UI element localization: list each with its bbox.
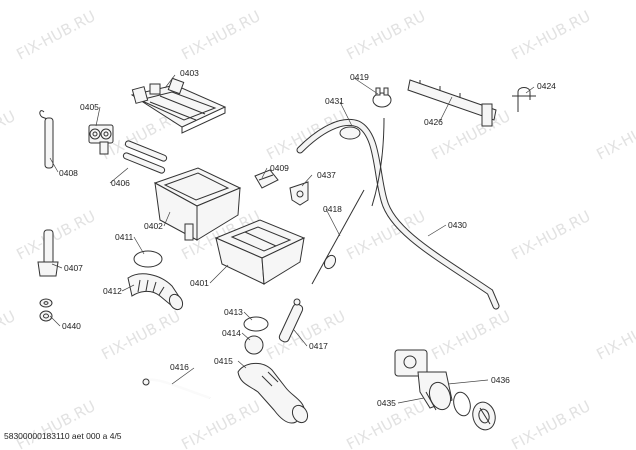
label-0431: 0431 xyxy=(325,96,344,106)
label-0416: 0416 xyxy=(170,362,189,372)
part-0418-drawing xyxy=(311,189,365,285)
part-0417-drawing xyxy=(278,298,304,343)
part-0403-drawing xyxy=(130,77,227,134)
part-0408-drawing xyxy=(37,110,59,277)
watermark-text: FIX-HUB.RU xyxy=(0,107,18,164)
part-0412-drawing xyxy=(127,273,184,311)
label-0401: 0401 xyxy=(190,278,209,288)
watermark-text: FIX-HUB.RU xyxy=(343,7,428,64)
part-0437-drawing xyxy=(289,181,309,206)
label-0426: 0426 xyxy=(424,117,443,127)
watermark-text: FIX-HUB.RU xyxy=(263,107,348,164)
watermark-text: FIX-HUB.RU xyxy=(13,7,98,64)
watermark-text: FIX-HUB.RU xyxy=(593,107,636,164)
watermark-text: FIX-HUB.RU xyxy=(13,397,98,450)
part-0435-drawing xyxy=(394,349,453,411)
label-0436: 0436 xyxy=(491,375,510,385)
watermark-text: FIX-HUB.RU xyxy=(508,7,593,64)
part-0401-drawing xyxy=(214,219,306,285)
label-0406: 0406 xyxy=(111,178,130,188)
watermark-text: FIX-HUB.RU xyxy=(343,207,428,264)
watermark-text: FIX-HUB.RU xyxy=(593,307,636,364)
watermark-text: FIX-HUB.RU xyxy=(508,397,593,450)
label-0412: 0412 xyxy=(103,286,122,296)
label-0440: 0440 xyxy=(62,321,81,331)
label-0403: 0403 xyxy=(180,68,199,78)
part-0426-drawing xyxy=(407,79,497,127)
label-0435: 0435 xyxy=(377,398,396,408)
label-0402: 0402 xyxy=(144,221,163,231)
label-0405: 0405 xyxy=(80,102,99,112)
label-0418: 0418 xyxy=(323,204,342,214)
label-0407: 0407 xyxy=(64,263,83,273)
label-0414: 0414 xyxy=(222,328,241,338)
part-0405-drawing xyxy=(88,124,114,155)
watermark-text: FIX-HUB.RU xyxy=(0,307,18,364)
label-0408: 0408 xyxy=(59,168,78,178)
part-0419-drawing xyxy=(372,87,392,108)
label-0413: 0413 xyxy=(224,307,243,317)
part-0424-drawing xyxy=(512,87,536,112)
label-0409: 0409 xyxy=(270,163,289,173)
part-0431-drawing xyxy=(296,117,500,310)
part-0414-drawing xyxy=(244,335,264,355)
watermark-text: FIX-HUB.RU xyxy=(178,397,263,450)
watermark-text: FIX-HUB.RU xyxy=(508,207,593,264)
part-0436-drawing xyxy=(453,391,496,431)
part-0413-drawing xyxy=(243,316,269,332)
label-0419: 0419 xyxy=(350,72,369,82)
label-0415: 0415 xyxy=(214,356,233,366)
label-0437: 0437 xyxy=(317,170,336,180)
part-0411-drawing xyxy=(133,250,163,268)
label-0430: 0430 xyxy=(448,220,467,230)
watermark-text: FIX-HUB.RU xyxy=(13,207,98,264)
part-0440-drawing xyxy=(39,298,53,322)
watermark-text: FIX-HUB.RU xyxy=(263,307,348,364)
watermark-text: FIX-HUB.RU xyxy=(98,307,183,364)
part-labels: 0403 0405 0408 0406 0402 0411 0407 0412 … xyxy=(59,68,556,408)
part-0416-drawing xyxy=(142,378,211,400)
label-0411: 0411 xyxy=(115,232,134,242)
part-0415-drawing xyxy=(237,363,309,424)
watermark-text: FIX-HUB.RU xyxy=(178,7,263,64)
label-0424: 0424 xyxy=(537,81,556,91)
watermark-text: FIX-HUB.RU xyxy=(428,107,513,164)
footer-reference: 58300000183110 aet 000 a 4/5 xyxy=(4,431,122,441)
label-0417: 0417 xyxy=(309,341,328,351)
watermark-text: FIX-HUB.RU xyxy=(428,307,513,364)
part-0402-drawing xyxy=(153,167,242,241)
leader-lines xyxy=(49,74,535,404)
part-0406-drawing xyxy=(122,140,168,174)
